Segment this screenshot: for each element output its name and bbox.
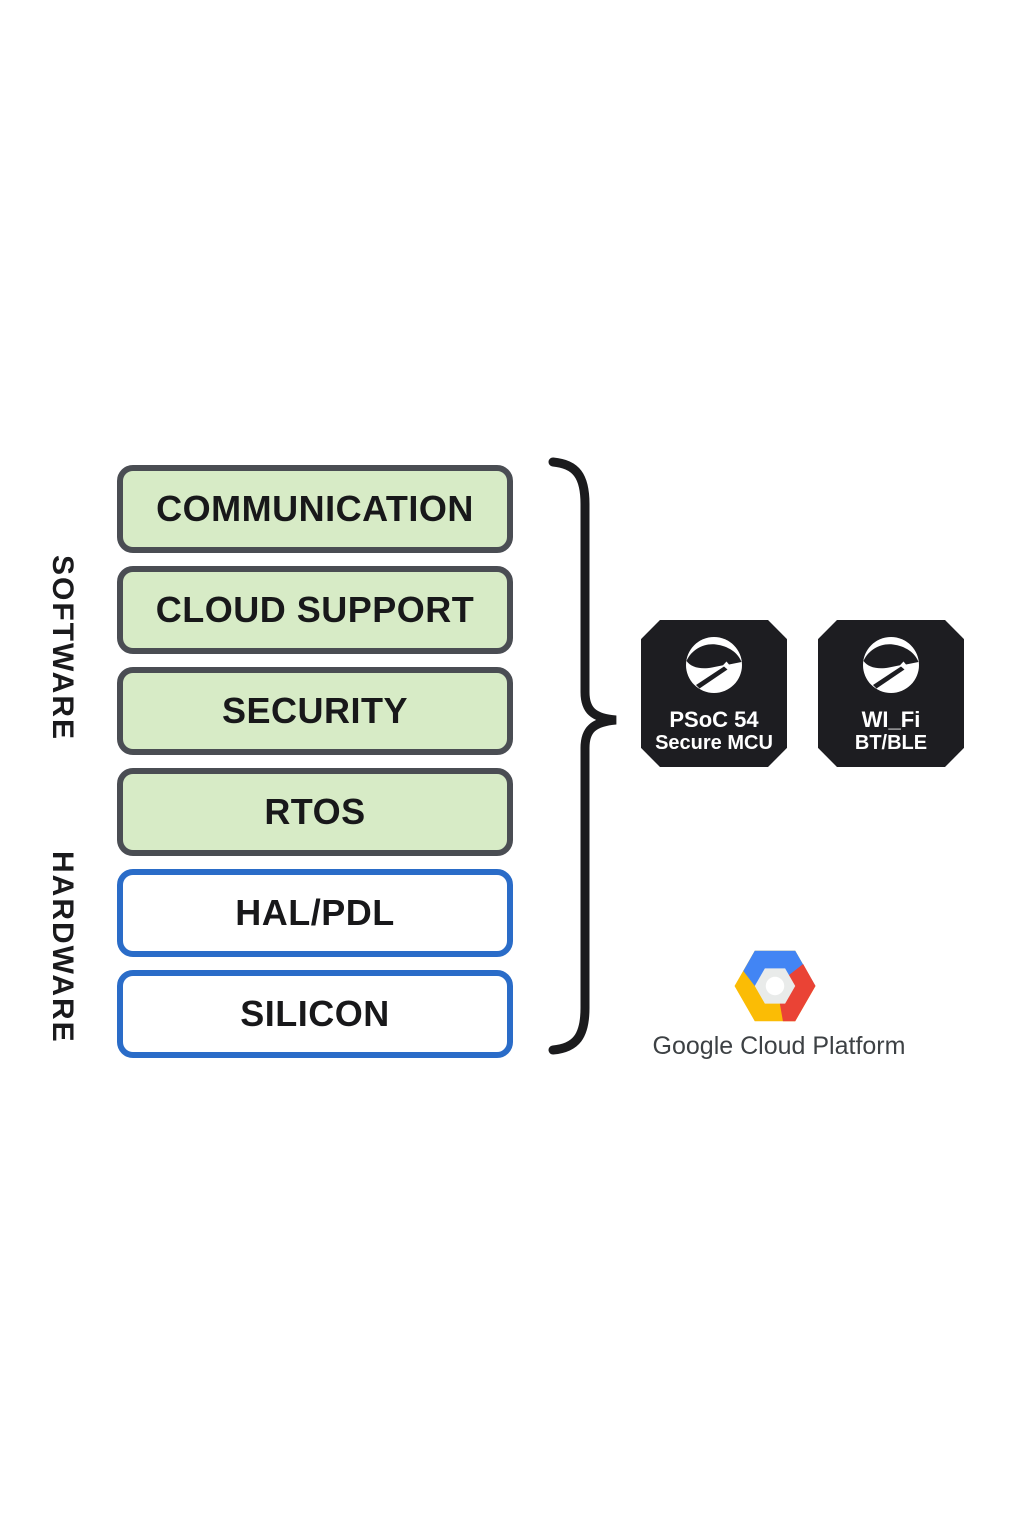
chip-subtitle: Secure MCU xyxy=(655,732,773,754)
stack-layer-label: CLOUD SUPPORT xyxy=(155,589,475,630)
hardware-section-label: HARDWARE xyxy=(46,850,79,1044)
stack-layer-communication: COMMUNICATION xyxy=(117,465,513,553)
software-section-label: SOFTWARE xyxy=(46,555,79,741)
chip-title: WI_Fi xyxy=(861,706,921,732)
stack-layer-security: SECURITY xyxy=(117,667,513,755)
chip-badge-wifi-bt: WI_Fi BT/BLE xyxy=(818,620,964,767)
stack-layer-label: SECURITY xyxy=(221,690,409,731)
chip-title: PSoC 54 xyxy=(669,706,759,732)
cypress-swoosh-circle-icon xyxy=(686,637,742,693)
chip-subtitle: BT/BLE xyxy=(854,732,928,754)
stack-layer-hal-pdl: HAL/PDL xyxy=(117,869,513,957)
stack-layer-label: RTOS xyxy=(264,791,366,832)
cypress-swoosh-circle-icon xyxy=(863,637,919,693)
curly-brace-icon xyxy=(548,457,617,1055)
stack-layer-label: HAL/PDL xyxy=(235,892,395,933)
gcp-hexagon-icon xyxy=(734,950,816,1022)
stack-layer-cloud-support: CLOUD SUPPORT xyxy=(117,566,513,654)
stack-layer-label: SILICON xyxy=(240,993,390,1034)
stack-layer-label: COMMUNICATION xyxy=(156,488,474,529)
chip-badge-psoc: PSoC 54 Secure MCU xyxy=(641,620,787,767)
gcp-wordmark: Google Cloud Platform xyxy=(652,1032,906,1060)
stack-layer-rtos: RTOS xyxy=(117,768,513,856)
stack-layer-silicon: SILICON xyxy=(117,970,513,1058)
